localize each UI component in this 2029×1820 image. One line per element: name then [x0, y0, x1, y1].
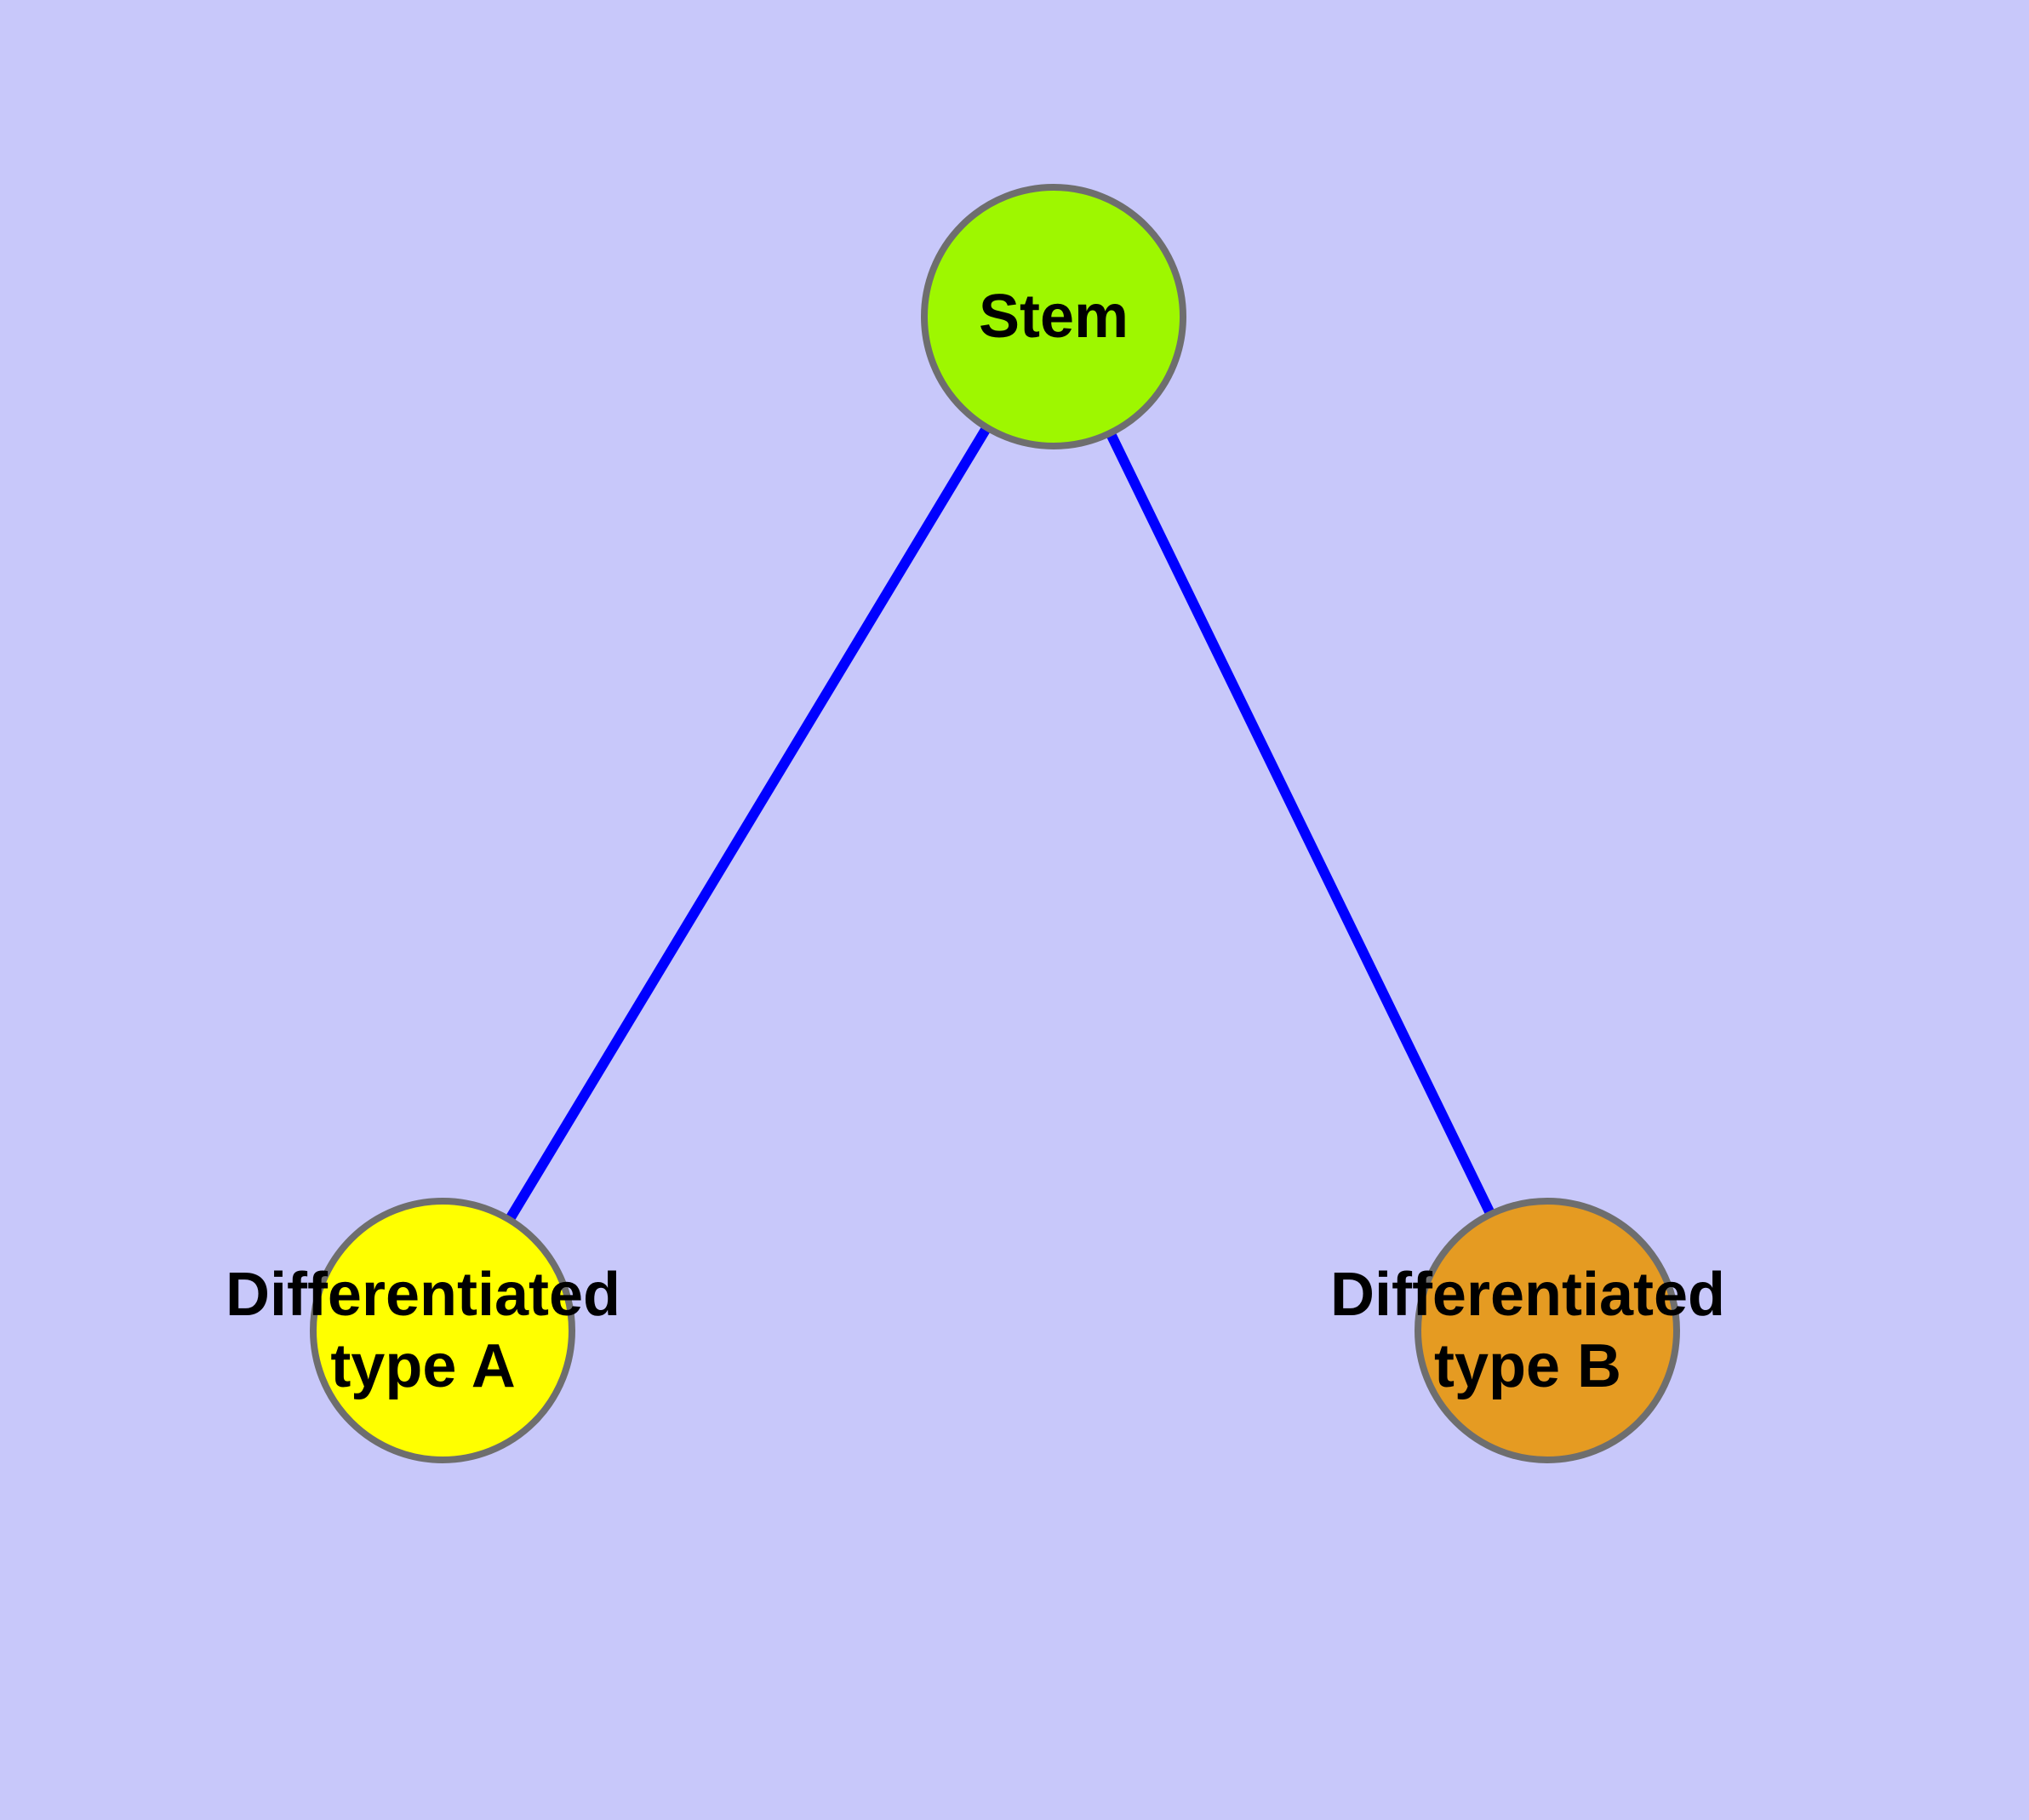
node-stem[interactable] — [921, 184, 1186, 449]
edges-layer — [437, 313, 1552, 1334]
edge-stem-to-b[interactable] — [1049, 314, 1552, 1333]
edge-stem-to-a[interactable] — [437, 313, 1059, 1334]
node-label-line: type A — [330, 1332, 515, 1400]
node-label-line: Stem — [979, 283, 1129, 351]
node-label-line: Differentiated — [226, 1261, 620, 1329]
nodes-layer — [310, 184, 1680, 1463]
node-label-stem: Stem — [979, 283, 1129, 351]
node-diff_a[interactable] — [310, 1198, 575, 1463]
node-label-line: Differentiated — [1330, 1261, 1725, 1329]
node-label-line: type B — [1434, 1332, 1621, 1400]
node-diff_b[interactable] — [1415, 1198, 1680, 1463]
